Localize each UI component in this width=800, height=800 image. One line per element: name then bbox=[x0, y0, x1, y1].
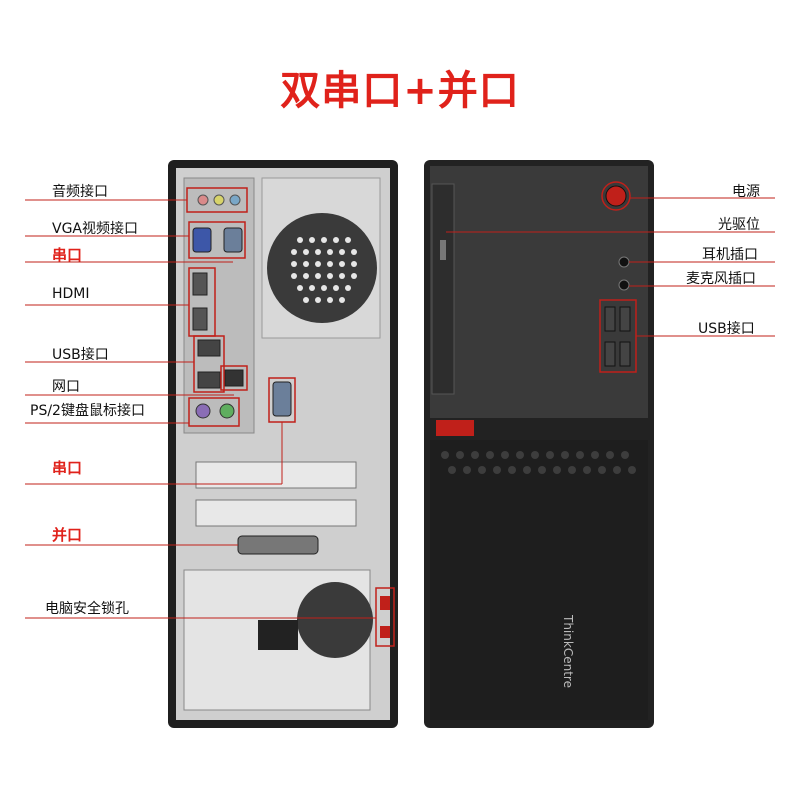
label-hdmi-port: HDMI bbox=[52, 286, 90, 302]
label-serial-port-1: 串口 bbox=[52, 246, 83, 264]
label-vga-port: VGA视频接口 bbox=[52, 221, 139, 237]
rear-view-case bbox=[168, 160, 398, 728]
right-callout-lines bbox=[446, 197, 775, 337]
label-headphone-jack: 耳机插口 bbox=[702, 247, 758, 263]
fan-grille-holes bbox=[291, 237, 357, 303]
label-power-button: 电源 bbox=[732, 184, 760, 200]
port-highlights bbox=[186, 187, 395, 647]
label-optical-drive: 光驱位 bbox=[718, 217, 760, 233]
left-callout-lines bbox=[25, 199, 376, 619]
front-mesh bbox=[441, 451, 636, 474]
label-usb-front: USB接口 bbox=[698, 321, 755, 337]
label-microphone-jack: 麦克风插口 bbox=[686, 271, 756, 287]
label-usb-rear: USB接口 bbox=[52, 347, 109, 363]
page-title: 双串口+并口 bbox=[280, 68, 520, 114]
front-view-case bbox=[424, 160, 654, 728]
label-security-lock: 电脑安全锁孔 bbox=[45, 601, 129, 617]
label-lan-port: 网口 bbox=[52, 379, 80, 395]
label-serial-port-2: 串口 bbox=[52, 459, 83, 477]
label-parallel-port: 并口 bbox=[52, 526, 83, 544]
label-ps2-port: PS/2键盘鼠标接口 bbox=[30, 403, 145, 419]
label-audio-port: 音频接口 bbox=[52, 184, 108, 200]
brand-logo-text: ThinkCentre bbox=[561, 615, 575, 688]
